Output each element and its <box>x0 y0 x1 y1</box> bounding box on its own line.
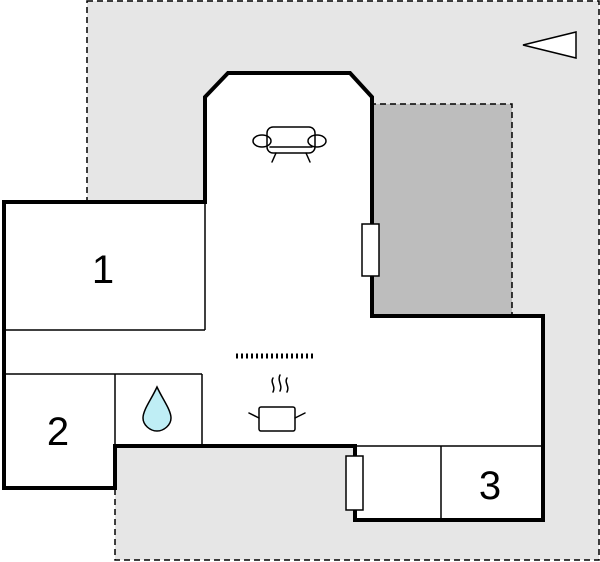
sofa-icon <box>252 126 327 163</box>
water-drop-icon <box>142 385 172 432</box>
sliding-door-south <box>345 455 364 511</box>
partitions <box>4 202 543 520</box>
room-2-label: 2 <box>47 410 69 454</box>
sliding-door-east <box>361 223 380 277</box>
interior-floor <box>4 73 543 520</box>
room-1-label: 1 <box>92 248 114 292</box>
room-3-label: 3 <box>479 464 501 508</box>
cooking-pot-icon <box>248 374 306 432</box>
exterior-walls <box>2 71 545 522</box>
north-arrow-icon <box>522 31 577 59</box>
covered-terrace <box>369 103 513 317</box>
